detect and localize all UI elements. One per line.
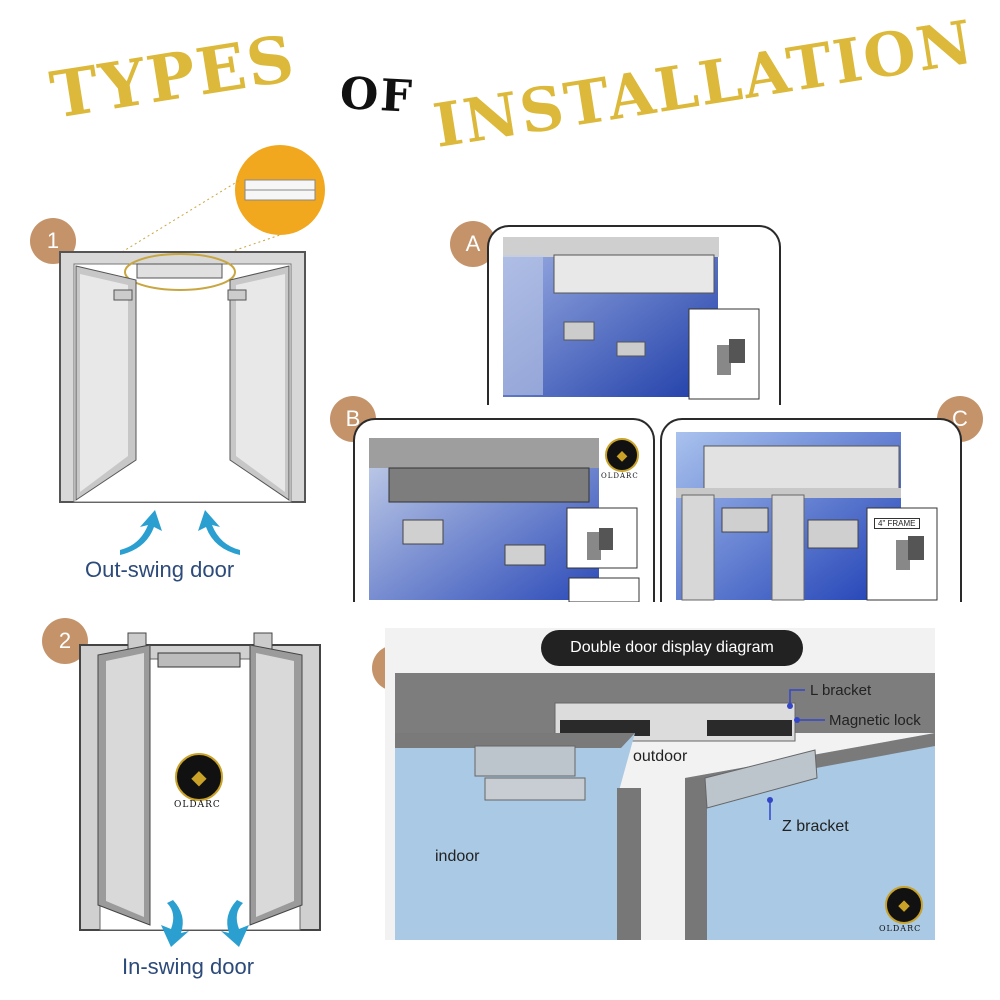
title-installation: INSTALLATION bbox=[429, 7, 979, 162]
outdoor-label: outdoor bbox=[633, 748, 688, 765]
title-types: TYPES bbox=[45, 21, 301, 134]
inswing-caption: In-swing door bbox=[122, 954, 255, 979]
frame-tag: 4" FRAME bbox=[874, 518, 920, 529]
panel-c-illustration bbox=[676, 432, 938, 601]
outswing-caption: Out-swing door bbox=[85, 557, 235, 582]
brand-logo-diagram: ◆ bbox=[885, 886, 923, 924]
badge-1: 1 bbox=[30, 218, 76, 264]
panel-a-illustration bbox=[503, 237, 760, 400]
brand-logo-b: ◆ bbox=[605, 438, 639, 472]
brand-text-diagram: OLDARC bbox=[879, 924, 922, 933]
panel-c: 4" FRAME bbox=[660, 418, 962, 602]
title-of: OF bbox=[338, 68, 415, 123]
z-bracket-label: Z bracket bbox=[782, 818, 849, 835]
double-door-diagram: Double door display diagram L bracket Ma… bbox=[385, 628, 935, 940]
double-door-illustration bbox=[395, 673, 935, 940]
badge-2: 2 bbox=[42, 618, 88, 664]
brand-logo-inswing: ◆ bbox=[175, 753, 223, 801]
inswing-arrows bbox=[161, 900, 249, 947]
l-bracket-label: L bracket bbox=[810, 682, 872, 699]
panel-b: ◆ OLDARC bbox=[353, 418, 655, 602]
brand-text-inswing: OLDARC bbox=[174, 800, 221, 810]
magnetic-lock-label: Magnetic lock bbox=[829, 712, 921, 729]
brand-text-b: OLDARC bbox=[601, 472, 639, 480]
outswing-arrows bbox=[120, 510, 240, 555]
diagram-header: Double door display diagram bbox=[541, 630, 803, 666]
panel-b-illustration bbox=[369, 438, 640, 602]
indoor-label: indoor bbox=[435, 848, 480, 865]
outswing-door-illustration bbox=[59, 145, 325, 503]
panel-a-top bbox=[487, 225, 781, 405]
